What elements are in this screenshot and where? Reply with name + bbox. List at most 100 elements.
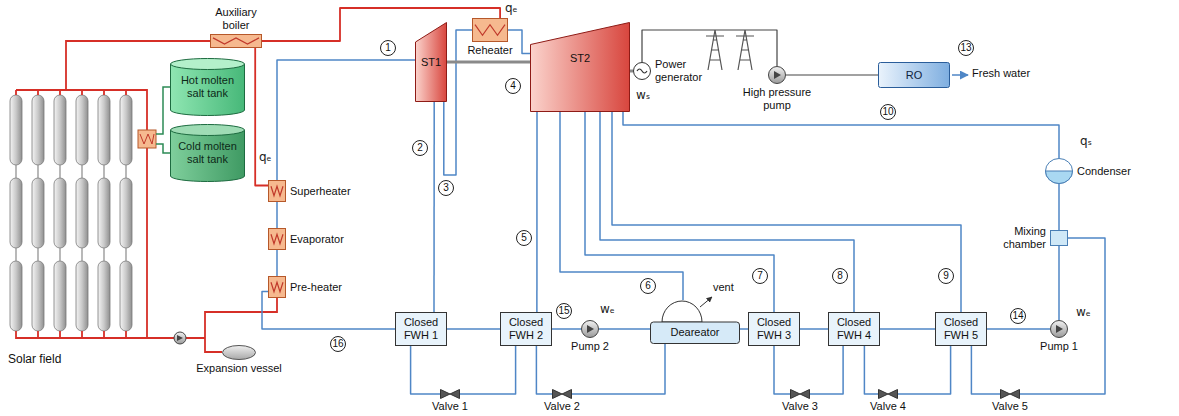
boiler-box: Auxiliary boiler [210, 34, 262, 48]
valve-symbol: Valve 1 [440, 389, 460, 399]
node-label: Valve 2 [544, 400, 580, 413]
water-steam-pipe [552, 328, 581, 330]
node-label: Condenser [1077, 165, 1131, 178]
water-steam-pipe [560, 112, 683, 300]
salt-loop-pipes [16, 41, 277, 352]
water-steam-pipe [774, 346, 790, 394]
steam-turbine-shape [530, 22, 630, 112]
expansion-vessel: Expansion vessel [222, 345, 256, 360]
node-label: Valve 5 [992, 400, 1028, 413]
callout-number: 9 [938, 268, 954, 284]
valve-symbol: Valve 3 [790, 389, 810, 399]
heat-exchanger: Evaporator [268, 228, 286, 250]
loop-pump-symbol [174, 332, 186, 344]
water-steam-pipe [971, 346, 1000, 394]
pump-symbol-shape [768, 66, 786, 84]
collector-links [16, 165, 126, 261]
water-steam-pipe [810, 346, 843, 394]
node-label: Closed FWH 2 [503, 316, 549, 342]
node-label: Reheater [467, 44, 512, 57]
node-label: ST2 [533, 52, 627, 65]
valve-symbol: Valve 5 [1000, 389, 1020, 399]
water-steam-pipe [740, 328, 748, 330]
node-label: Superheater [290, 185, 351, 198]
valve-symbol-shape [878, 389, 898, 399]
callout-number: 1 [380, 40, 396, 56]
node-label: Evaporator [290, 233, 344, 246]
pump-symbol: High pressure pump [768, 66, 786, 84]
callout-number: 14 [1010, 308, 1026, 324]
text-label: vent [713, 281, 734, 294]
heat-exchanger-shape [268, 180, 286, 202]
callout-number: 6 [640, 278, 656, 294]
ro-unit: RO [878, 62, 950, 88]
node-label: Closed FWH 5 [938, 316, 984, 342]
node-label: Expansion vessel [196, 362, 282, 375]
node-label: Mixing chamber [996, 225, 1046, 251]
expansion-vessel-shape [222, 345, 256, 360]
boiler-box-shape [210, 34, 262, 48]
node-label: High pressure pump [732, 86, 822, 112]
callout-number: 4 [505, 78, 521, 94]
valve-symbol-shape [790, 389, 810, 399]
storage-tank: Cold molten salt tank [170, 124, 245, 182]
generator-symbol: Power generator [633, 62, 651, 80]
water-steam-pipe [880, 328, 935, 330]
node-label: Auxiliary boiler [206, 6, 266, 32]
water-steam-pipe [599, 328, 650, 330]
water-steam-pipe [447, 328, 500, 330]
callout-number: 8 [832, 268, 848, 284]
solar-collectors [10, 95, 132, 331]
vent-arrow [700, 297, 712, 307]
node-label: Closed FWH 1 [398, 316, 444, 342]
transmission-towers [706, 30, 754, 70]
pump-symbol: Pump 2 [581, 320, 599, 338]
text-label: Solar field [8, 352, 61, 366]
generator-symbol-shape [633, 62, 651, 80]
water-steam-pipe [864, 346, 878, 394]
mixing-chamber: Mixing chamber [1050, 230, 1068, 246]
valve-symbol-shape [440, 389, 460, 399]
node-label: Cold molten salt tank [173, 140, 242, 166]
heat-exchanger-shape [268, 276, 286, 298]
water-steam-pipe [1058, 246, 1060, 320]
heat-exchanger-symbol [138, 130, 156, 148]
mixing-chamber-shape [1050, 230, 1068, 246]
node-label: Deareator [653, 326, 737, 339]
node-label: Pump 1 [1040, 340, 1078, 353]
turbine-shaft [630, 70, 633, 73]
node-label: Pre-heater [290, 281, 342, 294]
water-steam-pipe [411, 346, 440, 394]
callout-number: 16 [330, 336, 346, 352]
callout-number: 7 [752, 268, 768, 284]
steam-turbine: ST2 [530, 22, 630, 112]
heat-exchanger: Superheater [268, 180, 286, 202]
water-steam-pipe [600, 112, 854, 312]
salt-pipe [255, 48, 268, 186]
feedwater-heater: Closed FWH 1 [395, 312, 447, 346]
water-steam-pipe [987, 328, 1050, 330]
water-steam-pipe [623, 112, 1059, 158]
water-steam-pipe [898, 346, 951, 394]
energy-symbol: qₑ [505, 1, 518, 15]
water-steam-pipe [433, 102, 435, 312]
water-steam-pipe [277, 60, 415, 180]
feedwater-heater: Closed FWH 2 [500, 312, 552, 346]
callout-number: 3 [438, 180, 454, 196]
fresh-water-arrow [952, 74, 968, 76]
water-steam-pipe [460, 346, 516, 394]
steam-turbine: ST1 [415, 22, 447, 102]
node-label: ST1 [418, 56, 444, 69]
deaerator: Deareator [650, 300, 740, 344]
callout-number: 5 [516, 230, 532, 246]
pump-symbol-shape [1050, 320, 1068, 338]
water-steam-pipe [276, 250, 278, 276]
energy-symbol: qₑ [259, 150, 272, 164]
node-label: Valve 3 [782, 400, 818, 413]
node-label: RO [881, 69, 947, 82]
node-label: Closed FWH 4 [831, 316, 877, 342]
feedwater-heater: Closed FWH 5 [935, 312, 987, 346]
reheater-box: Reheater [472, 18, 508, 42]
water-steam-pipe [585, 112, 774, 312]
